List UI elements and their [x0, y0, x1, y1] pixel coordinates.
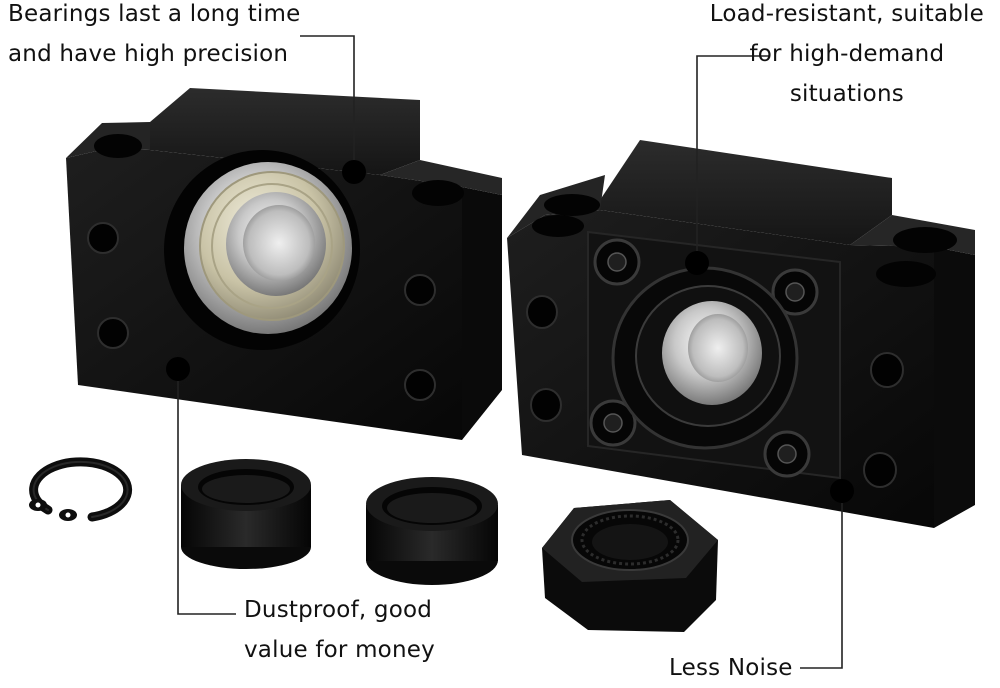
flange-bolt	[589, 399, 637, 447]
spacer-sleeve	[366, 477, 498, 585]
right-block-hole	[863, 452, 897, 488]
spacer-sleeve	[181, 459, 311, 569]
left-block-ear-hole	[94, 134, 142, 158]
callout-bearings-line1: Bearings last a long time	[8, 1, 301, 27]
retaining-ring	[29, 457, 133, 522]
callout-dot-noise	[830, 479, 854, 503]
callout-load-line3: situations	[789, 81, 904, 107]
right-block-top-face	[600, 140, 892, 245]
callout-dustproof-line2: value for money	[244, 637, 435, 663]
right-bearing-bore-inner	[688, 314, 748, 382]
right-block-hole	[870, 352, 904, 388]
callout-load-line2: for high-demand	[749, 41, 945, 67]
callout-dustproof: Dustproof, good value for money	[244, 590, 435, 670]
callout-dot-bearings	[342, 160, 366, 184]
callout-dustproof-line1: Dustproof, good	[244, 597, 433, 623]
leader-lines	[177, 35, 843, 669]
right-block-hole	[530, 388, 562, 422]
left-bearing-shield-groove	[211, 183, 333, 309]
flange-bolt	[593, 238, 641, 286]
left-bearing-bore	[243, 205, 315, 281]
right-block-ear-hole-right	[893, 227, 957, 253]
callout-load: Load-resistant, suitable for high-demand…	[710, 0, 984, 114]
left-block-ear-top-right	[380, 160, 502, 195]
left-block-hole	[404, 369, 436, 401]
leader-line-dustproof	[177, 381, 236, 615]
leader-line-load	[696, 55, 770, 251]
right-block-ear-hole-right	[876, 261, 936, 287]
callout-load-line1: Load-resistant, suitable	[709, 1, 984, 27]
right-block-side-face	[934, 247, 975, 528]
right-block-ear-hole	[532, 215, 584, 237]
callout-dot-load	[685, 251, 709, 275]
right-block-hole	[526, 295, 558, 329]
callout-dot-dustproof	[166, 357, 190, 381]
callout-noise-line1: Less Noise	[669, 655, 793, 681]
callout-bearings-line2: and have high precision	[8, 41, 289, 67]
left-block-side-face	[462, 187, 502, 440]
left-block-hole	[404, 274, 436, 306]
leader-line-noise	[800, 503, 843, 669]
flange-bolt	[763, 430, 811, 478]
left-bearing-block	[66, 88, 502, 440]
left-block-hole	[97, 317, 129, 349]
left-block-hole	[87, 222, 119, 254]
left-block-ear-hole-right	[412, 180, 464, 206]
callout-noise: Less Noise	[669, 648, 793, 688]
right-bearing-block	[507, 140, 975, 528]
callout-bearings: Bearings last a long time and have high …	[8, 0, 300, 74]
leader-line-bearings	[300, 35, 355, 160]
left-block-top-face	[150, 88, 420, 175]
flange-bolt	[771, 268, 819, 316]
lock-nut	[542, 500, 718, 632]
right-block-ear-hole	[544, 194, 600, 216]
